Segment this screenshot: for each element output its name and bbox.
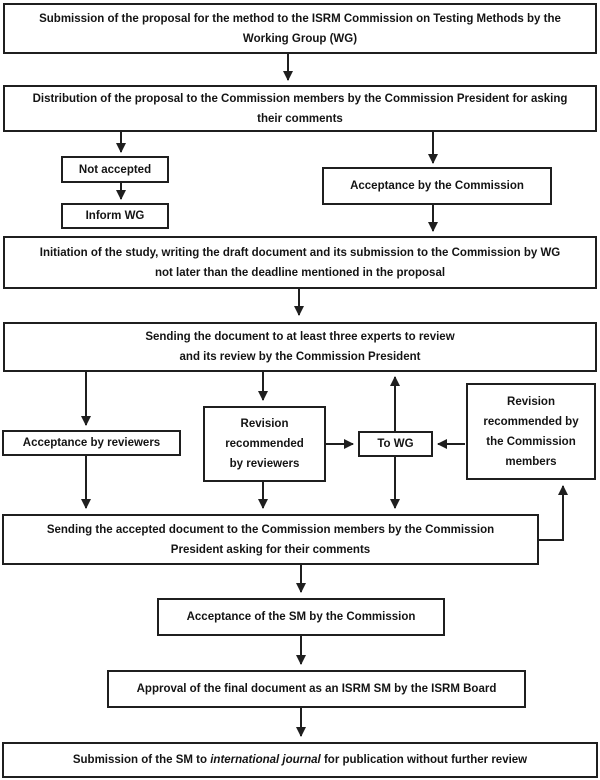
node-label: recommended by <box>483 415 579 428</box>
node-label: Working Group (WG) <box>242 32 358 45</box>
node-label: Revision <box>240 418 289 430</box>
node-sending-accepted-document: Sending the accepted document to the Com… <box>2 514 539 565</box>
node-distribution-proposal: Distribution of the proposal to the Comm… <box>3 85 597 132</box>
node-inform-wg: Inform WG <box>61 203 169 229</box>
node-initiation-of-study: Initiation of the study, writing the dra… <box>3 236 597 289</box>
node-label: and its review by the Commission Preside… <box>179 351 421 363</box>
node-label: Distribution of the proposal to the Comm… <box>32 92 568 105</box>
arrow-sending-accepted-to-revision-members <box>538 485 568 541</box>
node-submission-proposal: Submission of the proposal for the metho… <box>3 3 597 54</box>
journal-label-italic: international journal <box>210 754 321 766</box>
node-label: President asking for their comments <box>170 543 371 556</box>
journal-label-suffix: for publication without further review <box>320 754 528 766</box>
node-label: recommended <box>225 438 304 450</box>
node-label: the Commission <box>486 435 576 448</box>
node-label: Approval of the final document as an ISR… <box>136 683 497 695</box>
node-label: Submission of the proposal for the metho… <box>39 12 561 25</box>
node-sending-to-experts: Sending the document to at least three e… <box>3 322 597 372</box>
node-label: Initiation of the study, writing the dra… <box>39 246 561 259</box>
node-label: Sending the accepted document to the Com… <box>46 523 495 536</box>
node-approval-final-document: Approval of the final document as an ISR… <box>107 670 526 708</box>
node-revision-recommended-by-reviewers: Revision recommended by reviewers <box>203 406 326 482</box>
node-label: Not accepted <box>78 163 152 176</box>
node-label: by reviewers <box>229 458 300 470</box>
node-acceptance-of-sm: Acceptance of the SM by the Commission <box>157 598 445 636</box>
node-label: members <box>505 455 557 468</box>
node-label: Acceptance by reviewers <box>22 437 161 449</box>
journal-label-prefix: Submission of the SM to <box>72 754 211 766</box>
node-submission-to-journal: Submission of the SM to international jo… <box>2 742 598 778</box>
node-label: Sending the document to at least three e… <box>145 331 455 343</box>
node-label: not later than the deadline mentioned in… <box>154 266 446 279</box>
node-label: Acceptance by the Commission <box>350 180 524 192</box>
node-label: To WG <box>377 438 414 450</box>
node-acceptance-by-reviewers: Acceptance by reviewers <box>2 430 181 456</box>
node-not-accepted: Not accepted <box>61 156 169 183</box>
node-label: Inform WG <box>85 210 145 222</box>
node-acceptance-by-commission: Acceptance by the Commission <box>322 167 552 205</box>
node-label: Revision <box>507 395 555 408</box>
node-label: their comments <box>257 112 343 125</box>
node-label: Acceptance of the SM by the Commission <box>186 611 416 623</box>
node-label: Submission of the SM to international jo… <box>73 750 527 770</box>
node-to-wg: To WG <box>358 431 433 457</box>
node-revision-recommended-by-members: Revision recommended by the Commission m… <box>466 383 596 480</box>
